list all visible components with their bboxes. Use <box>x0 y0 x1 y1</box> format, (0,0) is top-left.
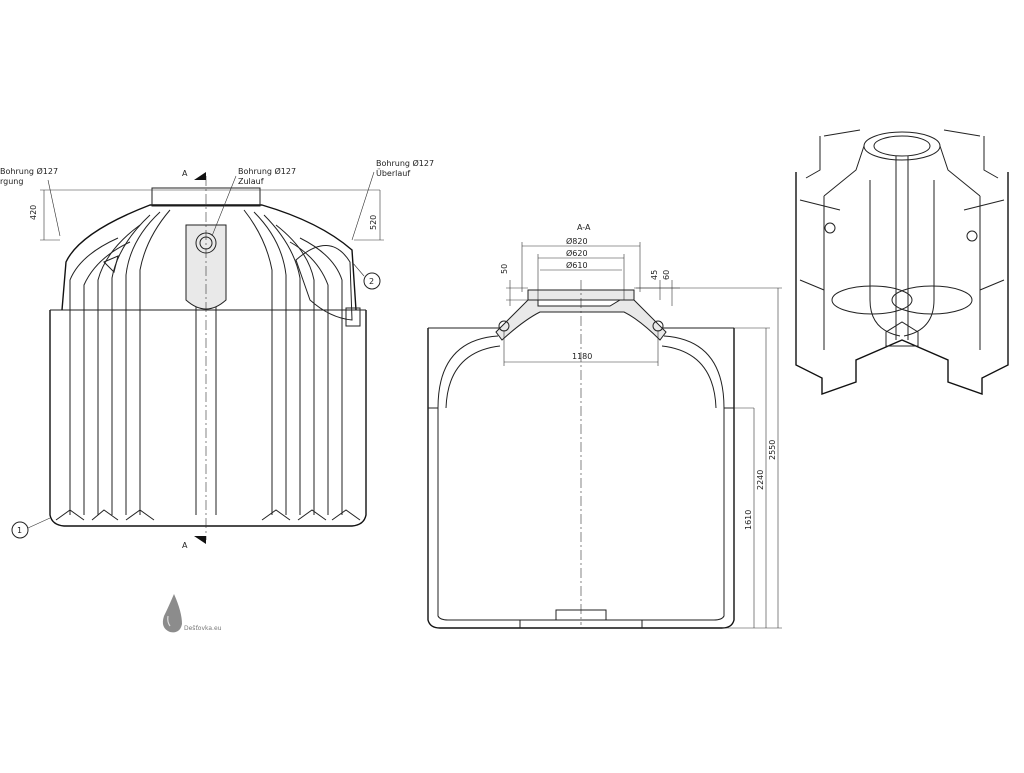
overflow-pipe <box>345 307 361 327</box>
balloon-2 <box>363 272 381 290</box>
dim-d820: Ø820 <box>566 236 588 246</box>
dim-d620: Ø620 <box>566 248 588 258</box>
balloon-1 <box>11 521 29 539</box>
iso-pipe-right <box>966 230 978 242</box>
dim-d610: Ø610 <box>566 260 588 270</box>
callout-center-line1: Bohrung Ø127 <box>238 166 296 176</box>
section-mark-top: A <box>182 169 188 178</box>
iso-top-opening-inner <box>873 135 931 157</box>
balloon-1-leader <box>27 517 51 529</box>
bottom-feet <box>55 509 361 521</box>
dome-inner-curve-2 <box>445 345 717 409</box>
iso-top-flanges <box>805 129 999 179</box>
iso-inner-dome <box>869 180 935 337</box>
section-view: A-A Ø820 Ø620 Ø610 50 <box>427 223 782 629</box>
dim-1610: 1610 <box>744 510 753 530</box>
logo-text: Dešťovka.eu <box>184 625 222 632</box>
section-inner-wall <box>437 408 725 621</box>
water-drop-icon <box>162 594 182 633</box>
section-arrow-top <box>194 172 206 180</box>
isometric-cutaway <box>795 129 1009 395</box>
brand-logo: Dešťovka.eu <box>162 594 222 633</box>
iso-pipe-left <box>824 222 836 234</box>
iso-floor-right <box>891 285 973 315</box>
dim-420-text: 420 <box>29 205 38 220</box>
callout-right-line1: Bohrung Ø127 <box>376 158 434 168</box>
callout-center-leader <box>211 175 237 237</box>
callout-left-leader <box>47 179 61 237</box>
bottom-sump <box>519 609 643 628</box>
section-mark-bottom: A <box>182 541 188 550</box>
tank-neck <box>151 187 261 207</box>
iso-neck-sides <box>823 145 981 197</box>
callout-center-line2: Zulauf <box>238 177 264 186</box>
iso-center-rib <box>895 156 909 340</box>
callout-right-line2: Überlauf <box>376 168 410 178</box>
callout-left-line2: rgung <box>0 177 23 186</box>
callout-left-line1: Bohrung Ø127 <box>0 166 58 176</box>
balloon-2-text: 2 <box>369 277 374 286</box>
tank-body-outline <box>49 310 367 527</box>
dim-45: 45 <box>650 270 659 280</box>
dim-520-text: 520 <box>369 215 378 230</box>
iso-sump <box>885 321 919 347</box>
front-view: A A 420 520 Bohrung Ø127 rgung Bohrung Ø… <box>0 158 434 550</box>
balloon-1-text: 1 <box>17 526 22 535</box>
iso-inner-walls <box>823 196 981 350</box>
dim-60: 60 <box>662 270 671 280</box>
section-outer-wall <box>427 328 735 629</box>
water-drop-highlight <box>167 615 171 627</box>
overflow-hood <box>295 245 353 321</box>
section-title: A-A <box>577 223 591 232</box>
iso-outer-shell <box>795 172 1009 395</box>
left-fitting <box>103 255 119 273</box>
tank-dome-outline <box>61 204 357 311</box>
dim-50: 50 <box>500 264 509 274</box>
dim-1180: 1180 <box>572 352 592 361</box>
dim-2240: 2240 <box>756 470 765 490</box>
section-arrow-bottom <box>194 536 206 544</box>
balloon-2-leader <box>351 261 365 277</box>
iso-ribs <box>799 199 1005 291</box>
dome-inner-curve <box>437 335 725 409</box>
callout-right-leader <box>351 171 375 241</box>
iso-floor-left <box>831 285 913 315</box>
dim-2550: 2550 <box>768 440 777 460</box>
